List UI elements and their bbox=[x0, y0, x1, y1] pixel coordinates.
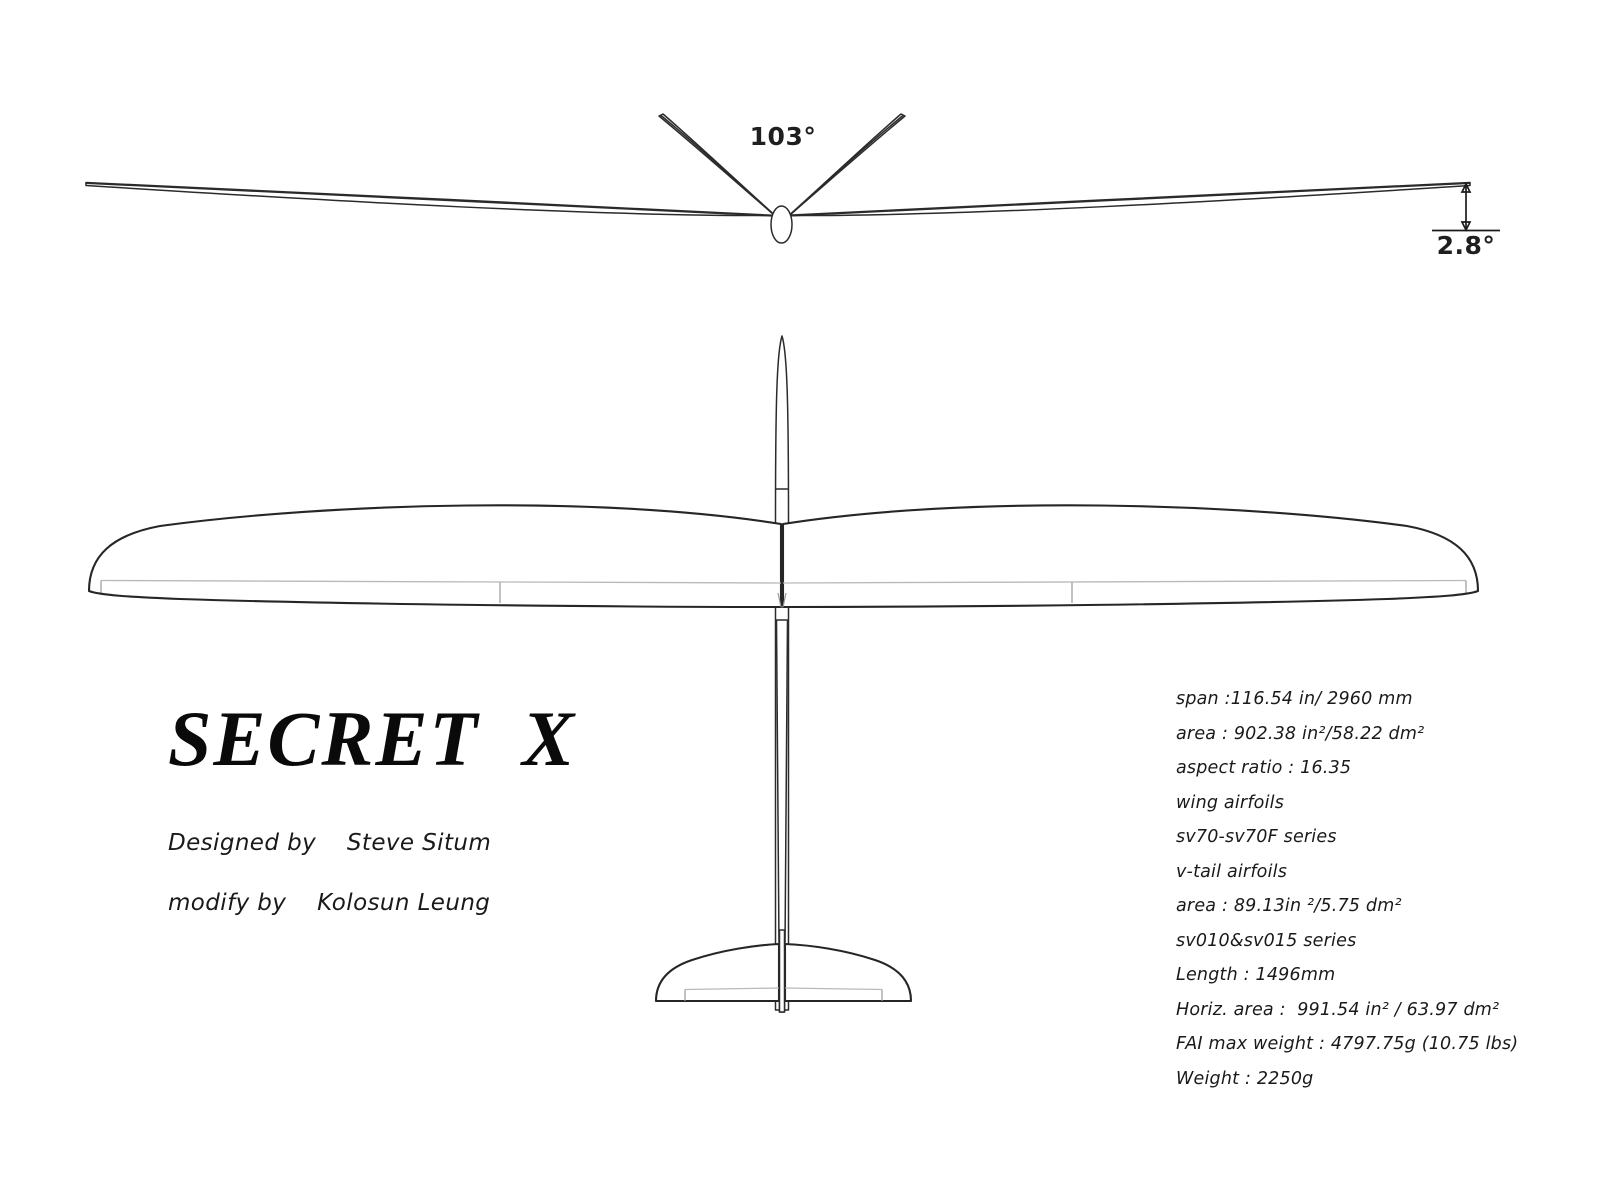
spec-aspect-ratio: aspect ratio : 16.35 bbox=[1176, 758, 1352, 778]
spec-wing-airfoil-series: sv70-sv70F series bbox=[1176, 827, 1337, 847]
spec-horiz-area: Horiz. area : 991.54 in² / 63.97 dm² bbox=[1176, 999, 1500, 1020]
front-elevation-view: 103° 2.8° bbox=[85, 113, 1500, 260]
fuselage-top-view bbox=[774, 335, 790, 1013]
spec-length: Length : 1496mm bbox=[1176, 965, 1336, 985]
model-title: SECRET X bbox=[168, 695, 577, 782]
wing-root-centre-mark bbox=[777, 592, 787, 608]
dimension-arrow-up bbox=[1460, 182, 1472, 193]
front-view-left-wing bbox=[85, 181, 779, 217]
spec-vtail-airfoil-series: sv010&sv015 series bbox=[1176, 930, 1357, 951]
front-view-fuselage-pod bbox=[770, 205, 793, 244]
spec-wing-area: area : 902.38 in²/58.22 dm² bbox=[1176, 723, 1425, 744]
credits: Designed by Steve Situm modify by Kolosu… bbox=[168, 830, 808, 916]
front-view-right-wing bbox=[781, 181, 1471, 217]
title-block: SECRET X Designed by Steve Situm modify … bbox=[168, 695, 808, 917]
specification-list: span :116.54 in/ 2960 mm area : 902.38 i… bbox=[1176, 682, 1586, 1096]
wing-left-half bbox=[87, 504, 783, 609]
spec-fai-max-weight: FAI max weight : 4797.75g (10.75 lbs) bbox=[1176, 1034, 1519, 1054]
credit-designer: Designed by Steve Situm bbox=[168, 830, 492, 856]
spec-vtail-airfoils: v-tail airfoils bbox=[1176, 861, 1288, 882]
wing-right-half bbox=[781, 504, 1480, 609]
dihedral-dimension bbox=[1432, 182, 1500, 232]
spec-wing-airfoils: wing airfoils bbox=[1176, 792, 1285, 813]
vtail-angle-label: 103° bbox=[750, 122, 817, 151]
vtail-left-half bbox=[654, 942, 781, 1003]
v-tail-planform-view bbox=[654, 929, 913, 1013]
vtail-right-half bbox=[783, 942, 913, 1003]
spec-span: span :116.54 in/ 2960 mm bbox=[1176, 689, 1413, 709]
tail-boom-over-vtail bbox=[778, 929, 786, 1013]
credit-modifier: modify by Kolosun Leung bbox=[168, 890, 491, 916]
spec-vtail-area: area : 89.13in ²/5.75 dm² bbox=[1176, 896, 1402, 916]
spec-weight: Weight : 2250g bbox=[1176, 1068, 1314, 1089]
wing-planform-top-view bbox=[87, 335, 1480, 1013]
dihedral-angle-label: 2.8° bbox=[1437, 231, 1496, 260]
dimension-arrow-down bbox=[1460, 221, 1472, 232]
